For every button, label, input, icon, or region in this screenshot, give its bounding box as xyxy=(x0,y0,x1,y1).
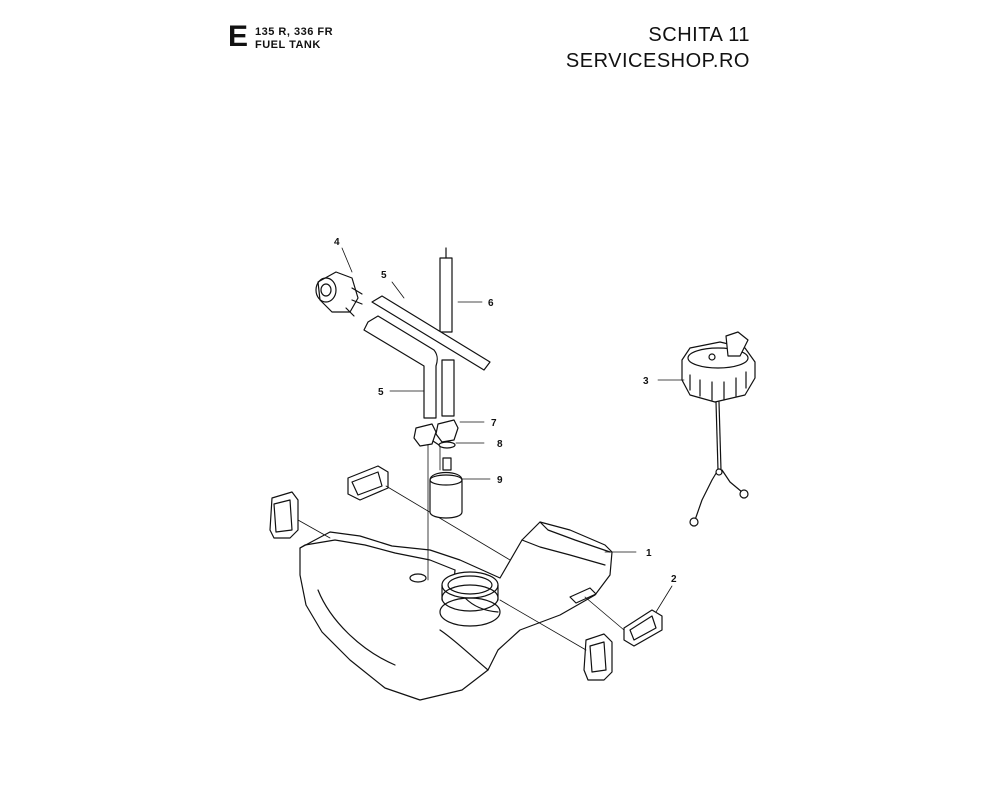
callout-1: 1 xyxy=(646,548,652,559)
fuel-hoses xyxy=(363,247,491,419)
fuel-cap-part xyxy=(681,331,756,527)
assembly-lines xyxy=(297,437,625,651)
sheet-header: SCHITA 11 SERVICESHOP.RO xyxy=(566,22,750,74)
callout-7: 7 xyxy=(491,418,497,429)
title-line: FUEL TANK xyxy=(255,39,321,51)
callout-2: 2 xyxy=(671,574,677,585)
fuel-tank-part xyxy=(299,521,613,701)
model-line: 135 R, 336 FR xyxy=(255,26,334,38)
callout-6: 6 xyxy=(488,298,494,309)
callout-3: 3 xyxy=(643,376,649,387)
diagram-title-block: 135 R, 336 FR FUEL TANK xyxy=(255,26,333,52)
callout-4: 4 xyxy=(334,237,340,248)
callout-5-upper: 5 xyxy=(381,270,387,281)
sheet-number: SCHITA 11 xyxy=(648,24,750,46)
section-letter: E xyxy=(228,20,249,53)
callout-leaders xyxy=(341,247,685,613)
grommet-parts xyxy=(269,465,663,681)
filter-assembly xyxy=(413,419,463,519)
purge-bulb-part xyxy=(315,271,363,317)
callout-5-lower: 5 xyxy=(378,387,384,398)
callout-8: 8 xyxy=(497,439,503,450)
callout-9: 9 xyxy=(497,475,503,486)
site-name: SERVICESHOP.RO xyxy=(565,50,750,72)
